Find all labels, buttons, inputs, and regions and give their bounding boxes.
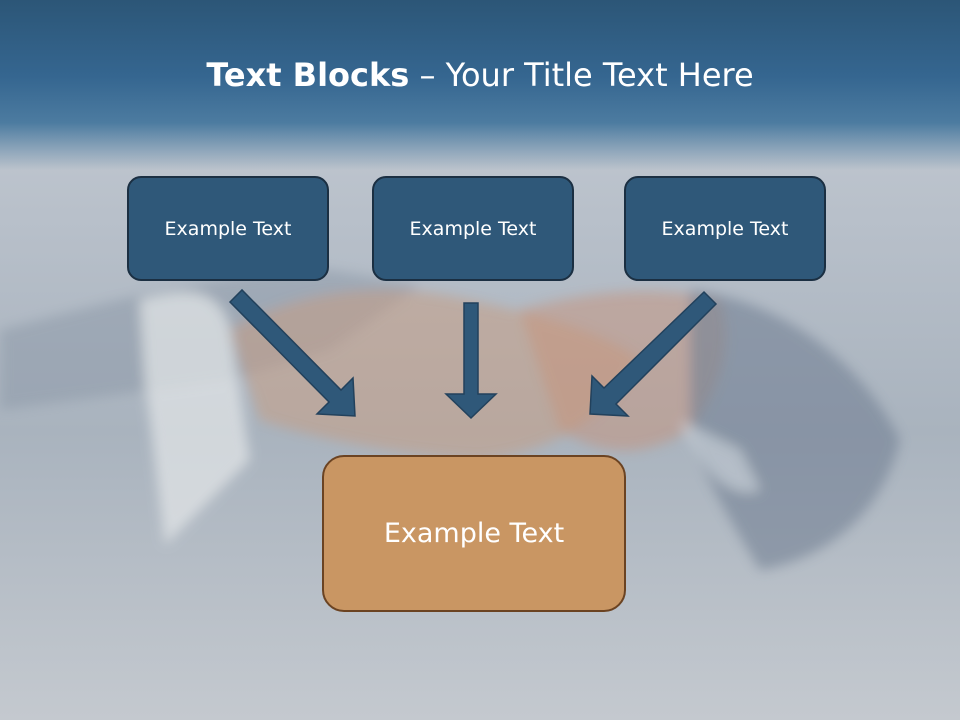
title-bar (0, 0, 960, 170)
text-block-result-label: Example Text (383, 518, 565, 549)
text-block-1[interactable]: Example Text (127, 176, 329, 281)
text-block-result[interactable]: Example Text (322, 455, 626, 612)
text-block-3-label: Example Text (661, 217, 789, 240)
text-block-1-label: Example Text (164, 217, 292, 240)
text-block-2-label: Example Text (409, 217, 537, 240)
title-bold-part: Text Blocks (206, 56, 410, 94)
text-block-2[interactable]: Example Text (372, 176, 574, 281)
title-regular-part: – Your Title Text Here (409, 56, 754, 94)
text-block-3[interactable]: Example Text (624, 176, 826, 281)
slide-title: Text Blocks – Your Title Text Here (0, 52, 960, 98)
